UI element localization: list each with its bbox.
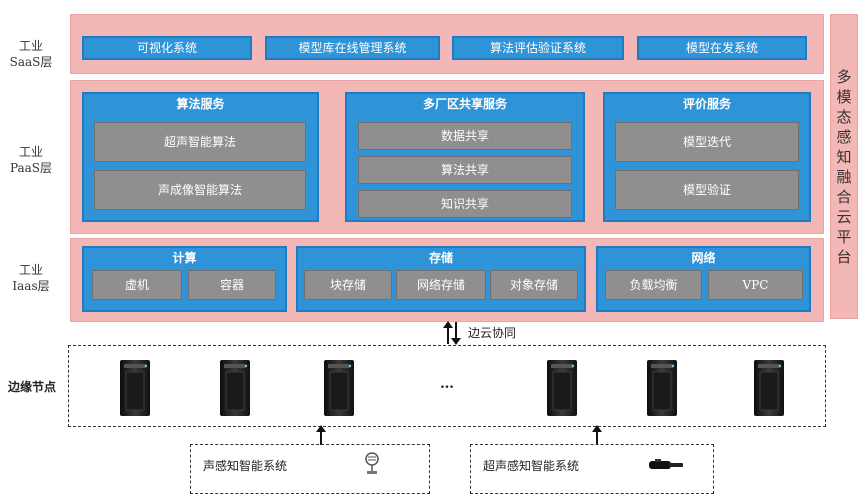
compute-title: 计算: [172, 251, 197, 265]
saas-layer-label: 工业 SaaS层: [0, 38, 62, 70]
edge-nodes-box: [68, 345, 826, 427]
evaluation-service-title: 评价服务: [682, 97, 731, 111]
sharing-item-knowledge: 知识共享: [358, 190, 572, 218]
storage-title: 存储: [428, 251, 453, 265]
paas-label-line2: PaaS层: [9, 161, 53, 175]
network-title: 网络: [691, 251, 716, 265]
saas-item-algorithm-evaluation: 算法评估验证系统: [452, 36, 624, 60]
saas-item-visualization: 可视化系统: [82, 36, 252, 60]
more-nodes-ellipsis: …: [440, 376, 454, 392]
ultrasonic-system-label: 超声感知智能系统: [483, 459, 580, 473]
server-icon: [647, 360, 677, 416]
evaluation-item-iteration: 模型迭代: [615, 122, 799, 162]
up-arrow-icon: [316, 425, 326, 445]
platform-title: 多 模 态 感 知 融 合 云 平 台: [830, 14, 858, 319]
edge-cloud-label: 边云协同: [468, 326, 517, 340]
sharing-service-title: 多厂区共享服务: [422, 97, 507, 111]
saas-item-model-release: 模型在发系统: [637, 36, 807, 60]
saas-label-line1: 工业: [18, 39, 43, 53]
storage-item-object: 对象存储: [490, 270, 578, 300]
paas-label-line1: 工业: [18, 145, 43, 159]
platform-char-0: 多: [836, 67, 852, 86]
platform-char-4: 知: [836, 147, 852, 166]
iaas-layer-label: 工业 Iaas层: [0, 262, 62, 294]
platform-char-1: 模: [836, 87, 852, 106]
platform-char-2: 态: [836, 107, 852, 126]
ultrasonic-system-box: 超声感知智能系统: [470, 444, 714, 494]
saas-label-line2: SaaS层: [9, 55, 53, 69]
platform-char-9: 台: [836, 247, 852, 266]
network-item-vpc: VPC: [708, 270, 803, 300]
ultrasonic-sensor-icon: [649, 459, 683, 469]
up-arrow-icon: [592, 425, 602, 445]
microphone-icon: [365, 452, 379, 474]
network-item-load-balancer: 负载均衡: [605, 270, 702, 300]
server-icon: [120, 360, 150, 416]
storage-item-block: 块存储: [304, 270, 392, 300]
sharing-item-data: 数据共享: [358, 122, 572, 150]
storage-item-network: 网络存储: [396, 270, 486, 300]
paas-layer-label: 工业 PaaS层: [0, 144, 62, 176]
sharing-item-algorithm: 算法共享: [358, 156, 572, 184]
platform-char-8: 平: [836, 227, 852, 246]
platform-char-3: 感: [836, 127, 852, 146]
saas-item-model-library: 模型库在线管理系统: [265, 36, 440, 60]
compute-item-vm: 虚机: [92, 270, 182, 300]
evaluation-item-validation: 模型验证: [615, 170, 799, 210]
edge-node-label: 边缘节点: [8, 380, 57, 394]
compute-item-container: 容器: [188, 270, 276, 300]
platform-char-6: 合: [836, 187, 852, 206]
server-icon: [220, 360, 250, 416]
server-icon: [547, 360, 577, 416]
platform-char-7: 云: [836, 207, 852, 226]
algorithm-item-acoustic-imaging: 声成像智能算法: [94, 170, 306, 210]
server-icon: [324, 360, 354, 416]
algorithm-item-ultrasonic: 超声智能算法: [94, 122, 306, 162]
edge-cloud-arrows-icon: [443, 321, 461, 345]
iaas-label-line2: Iaas层: [12, 279, 50, 293]
algorithm-service-title: 算法服务: [176, 97, 225, 111]
acoustic-system-box: 声感知智能系统: [190, 444, 430, 494]
server-icon: [754, 360, 784, 416]
platform-char-5: 融: [836, 167, 852, 186]
iaas-label-line1: 工业: [18, 263, 43, 277]
acoustic-system-label: 声感知智能系统: [203, 459, 288, 473]
